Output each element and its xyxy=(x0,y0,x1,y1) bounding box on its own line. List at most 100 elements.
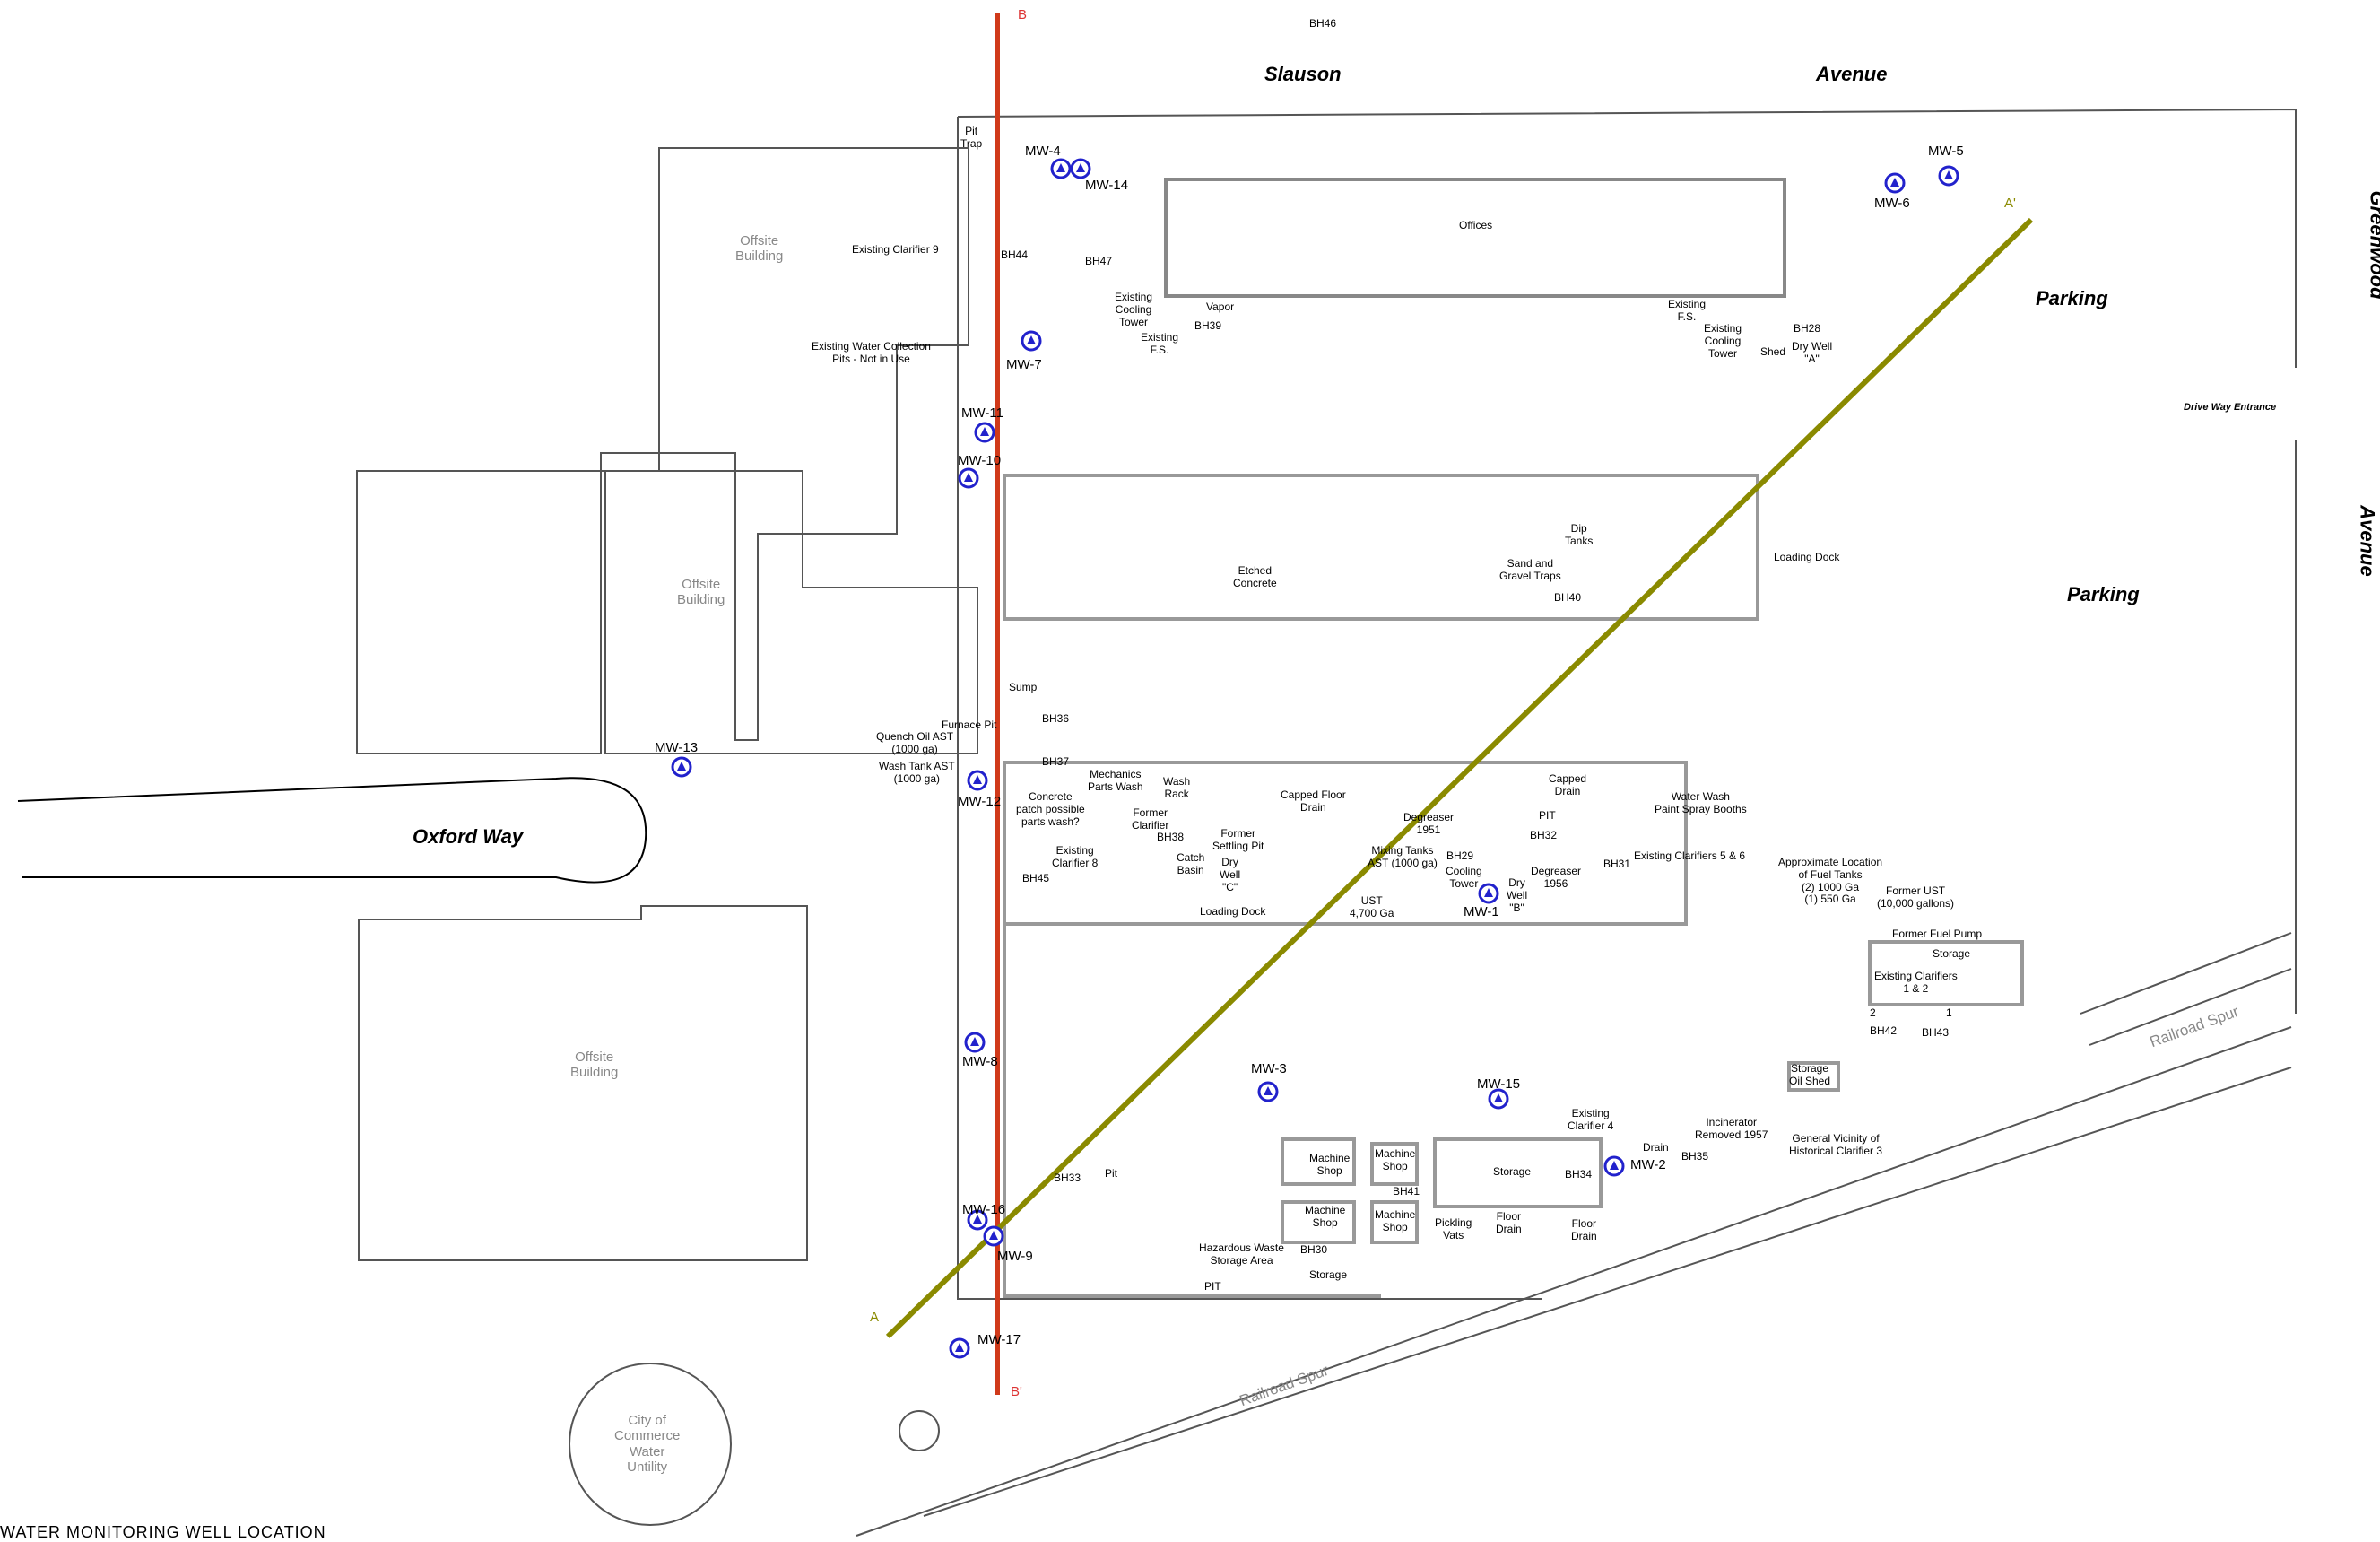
well-label-mw15: MW-15 xyxy=(1477,1076,1521,1092)
borehole-label-bh36: BH36 xyxy=(1042,712,1070,725)
feature-concrete_patch: Concrete patch possible parts wash? xyxy=(1016,790,1085,828)
well-triangle-mw8 xyxy=(970,1037,979,1046)
feature-drain1: Drain xyxy=(1643,1141,1669,1154)
feature-cooling3: Cooling Tower xyxy=(1446,865,1482,890)
feature-capped2: Capped Drain xyxy=(1549,772,1587,797)
feature-machine1: Machine Shop xyxy=(1309,1152,1351,1177)
borehole-label-bh46: BH46 xyxy=(1309,17,1337,30)
offsite-building-3-label: Offsite Building xyxy=(570,1050,619,1081)
section-a-prime-label: A' xyxy=(2004,196,2016,211)
feature-catch: Catch Basin xyxy=(1177,851,1205,876)
feature-former_settling: Former Settling Pit xyxy=(1212,827,1264,852)
feature-pit_trap: Pit Trap xyxy=(960,125,983,150)
feature-fs2: Existing F.S. xyxy=(1668,298,1707,323)
offsite-building-1 xyxy=(356,147,969,754)
feature-storage_oil: Storage Oil Shed xyxy=(1789,1062,1831,1087)
well-triangle-mw1 xyxy=(1484,888,1493,897)
feature-loading2: Loading Dock xyxy=(1200,905,1266,918)
feature-machine4: Machine Shop xyxy=(1375,1208,1416,1233)
well-label-mw3: MW-3 xyxy=(1251,1061,1287,1076)
offsite-building-2 xyxy=(604,470,978,754)
borehole-label-bh42: BH42 xyxy=(1870,1024,1898,1037)
well-triangle-mw14 xyxy=(1076,163,1085,172)
section-b-prime-label: B' xyxy=(1011,1384,1022,1399)
feature-storage3: Storage xyxy=(1309,1268,1348,1281)
street-greenwood: Greenwood xyxy=(2366,190,2380,300)
well-label-mw7: MW-7 xyxy=(1006,357,1042,372)
feature-pit2: Pit xyxy=(1105,1167,1118,1180)
feature-cooling2: Existing Cooling Tower xyxy=(1704,322,1742,360)
feature-clar8: Existing Clarifier 8 xyxy=(1052,844,1099,869)
well-triangle-mw3 xyxy=(1264,1086,1273,1095)
feature-quench: Quench Oil AST (1000 ga) xyxy=(876,730,954,755)
offsite-building-1-label: Offsite Building xyxy=(735,233,784,265)
section-b-label: B xyxy=(1018,7,1028,22)
borehole-label-bh34: BH34 xyxy=(1565,1168,1593,1180)
offices-label: Offices xyxy=(1459,219,1493,231)
well-triangle-mw10 xyxy=(964,473,973,482)
section-line-a xyxy=(885,217,2034,1339)
offsite-building-2-label: Offsite Building xyxy=(677,577,725,608)
feature-wash_rack: Wash Rack xyxy=(1163,775,1191,800)
feature-n1: 1 xyxy=(1946,1006,1952,1019)
feature-furnace: Furnace Pit xyxy=(942,719,997,731)
well-label-mw12: MW-12 xyxy=(958,794,1002,809)
feature-mixing: Mixing Tanks AST (1000 ga) xyxy=(1368,844,1438,869)
feature-wash_tank: Wash Tank AST (1000 ga) xyxy=(879,760,955,785)
borehole-label-bh45: BH45 xyxy=(1022,872,1050,884)
feature-waterwash: Water Wash Paint Spray Booths xyxy=(1655,790,1747,815)
well-triangle-mw15 xyxy=(1494,1093,1503,1102)
feature-capped_drain: Capped Floor Drain xyxy=(1281,788,1346,814)
feature-shed: Shed xyxy=(1760,345,1786,358)
parking-1: Parking xyxy=(2036,287,2108,309)
feature-cooling1: Existing Cooling Tower xyxy=(1115,291,1153,328)
offsite-building-3 xyxy=(358,905,808,1261)
borehole-label-bh41: BH41 xyxy=(1393,1185,1420,1198)
well-triangle-mw2 xyxy=(1610,1161,1619,1170)
feature-sand: Sand and Gravel Traps xyxy=(1499,557,1561,582)
well-label-mw13: MW-13 xyxy=(655,740,699,755)
feature-pit1: PIT xyxy=(1539,809,1556,822)
feature-haz: Hazardous Waste Storage Area xyxy=(1199,1241,1284,1267)
plant-building-walls xyxy=(1003,474,1759,1298)
feature-etched: Etched Concrete xyxy=(1233,564,1277,589)
section-a-label: A xyxy=(870,1310,880,1325)
feature-hist_clar3: General Vicinity of Historical Clarifier… xyxy=(1789,1132,1883,1157)
offices-outline xyxy=(1164,178,1786,298)
feature-fuel_tanks: Approximate Location of Fuel Tanks (2) 1… xyxy=(1778,856,1883,906)
city-water-label: City of Commerce Water Untility xyxy=(614,1413,681,1475)
borehole-label-bh44: BH44 xyxy=(1001,248,1029,261)
borehole-label-bh31: BH31 xyxy=(1603,858,1631,870)
well-triangle-mw9 xyxy=(989,1231,998,1240)
feature-vapor: Vapor xyxy=(1206,301,1235,313)
city-water-circle xyxy=(569,1363,732,1526)
feature-fs1: Existing F.S. xyxy=(1141,331,1179,356)
well-label-mw8: MW-8 xyxy=(962,1054,998,1069)
well-label-mw9: MW-9 xyxy=(997,1249,1033,1264)
site-boundary-top xyxy=(957,108,2297,368)
well-triangle-mw17 xyxy=(955,1343,964,1352)
feature-degreaser1951: Degreaser 1951 xyxy=(1403,811,1455,836)
feature-floor_drain1: Floor Drain xyxy=(1496,1210,1522,1235)
feature-dry_b: Dry Well "B" xyxy=(1507,876,1528,914)
feature-former_clar: Former Clarifier xyxy=(1132,806,1169,832)
feature-sump: Sump xyxy=(1009,681,1038,693)
well-triangle-mw6 xyxy=(1890,178,1899,187)
well-triangle-mw4 xyxy=(1056,163,1065,172)
borehole-label-bh37: BH37 xyxy=(1042,755,1070,768)
legend-text: WATER MONITORING WELL LOCATION xyxy=(0,1523,326,1541)
borehole-label-bh38: BH38 xyxy=(1157,831,1185,843)
borehole-label-bh28: BH28 xyxy=(1794,322,1821,335)
feature-storage2: Storage xyxy=(1493,1165,1532,1178)
feature-pit3: PIT xyxy=(1204,1280,1221,1293)
well-triangle-mw7 xyxy=(1027,335,1036,344)
borehole-label-bh39: BH39 xyxy=(1194,319,1222,332)
street-avenue-top: Avenue xyxy=(1816,63,1888,85)
feature-fuel_pump: Former Fuel Pump xyxy=(1892,928,1983,940)
feature-storage1: Storage xyxy=(1933,947,1971,960)
feature-ust: UST 4,700 Ga xyxy=(1350,894,1394,919)
borehole-label-bh33: BH33 xyxy=(1054,1172,1081,1184)
feature-water_pits: Existing Water Collection Pits - Not in … xyxy=(812,340,931,365)
feature-machine3: Machine Shop xyxy=(1305,1204,1346,1229)
